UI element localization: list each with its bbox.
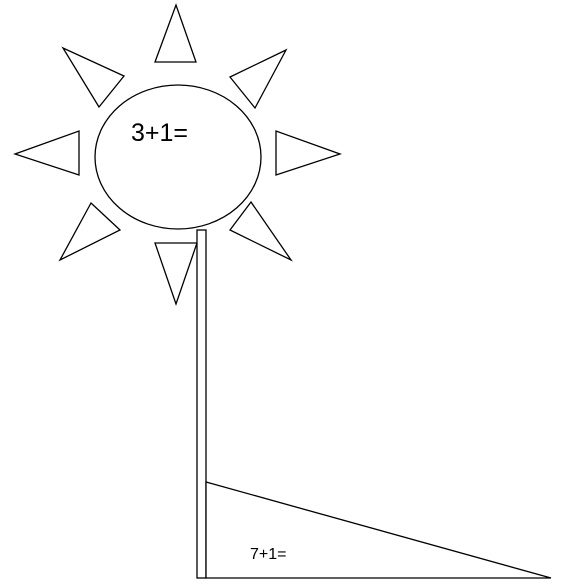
sun-ray-top-left (63, 48, 124, 107)
sun-equation: 3+1= (131, 119, 188, 147)
sun-ray-top-right (230, 50, 286, 108)
sun-ray-left (15, 131, 79, 175)
sun-ray-top (155, 5, 196, 62)
leaf-triangle (206, 482, 551, 578)
sun-ray-right (276, 131, 340, 175)
sun-circle (95, 85, 261, 229)
sun-ray-bottom-right (230, 202, 291, 260)
sun-ray-bottom (155, 243, 197, 304)
stem-pole (197, 230, 206, 578)
sun-ray-bottom-left (60, 203, 120, 260)
leaf-equation: 7+1= (250, 546, 286, 563)
